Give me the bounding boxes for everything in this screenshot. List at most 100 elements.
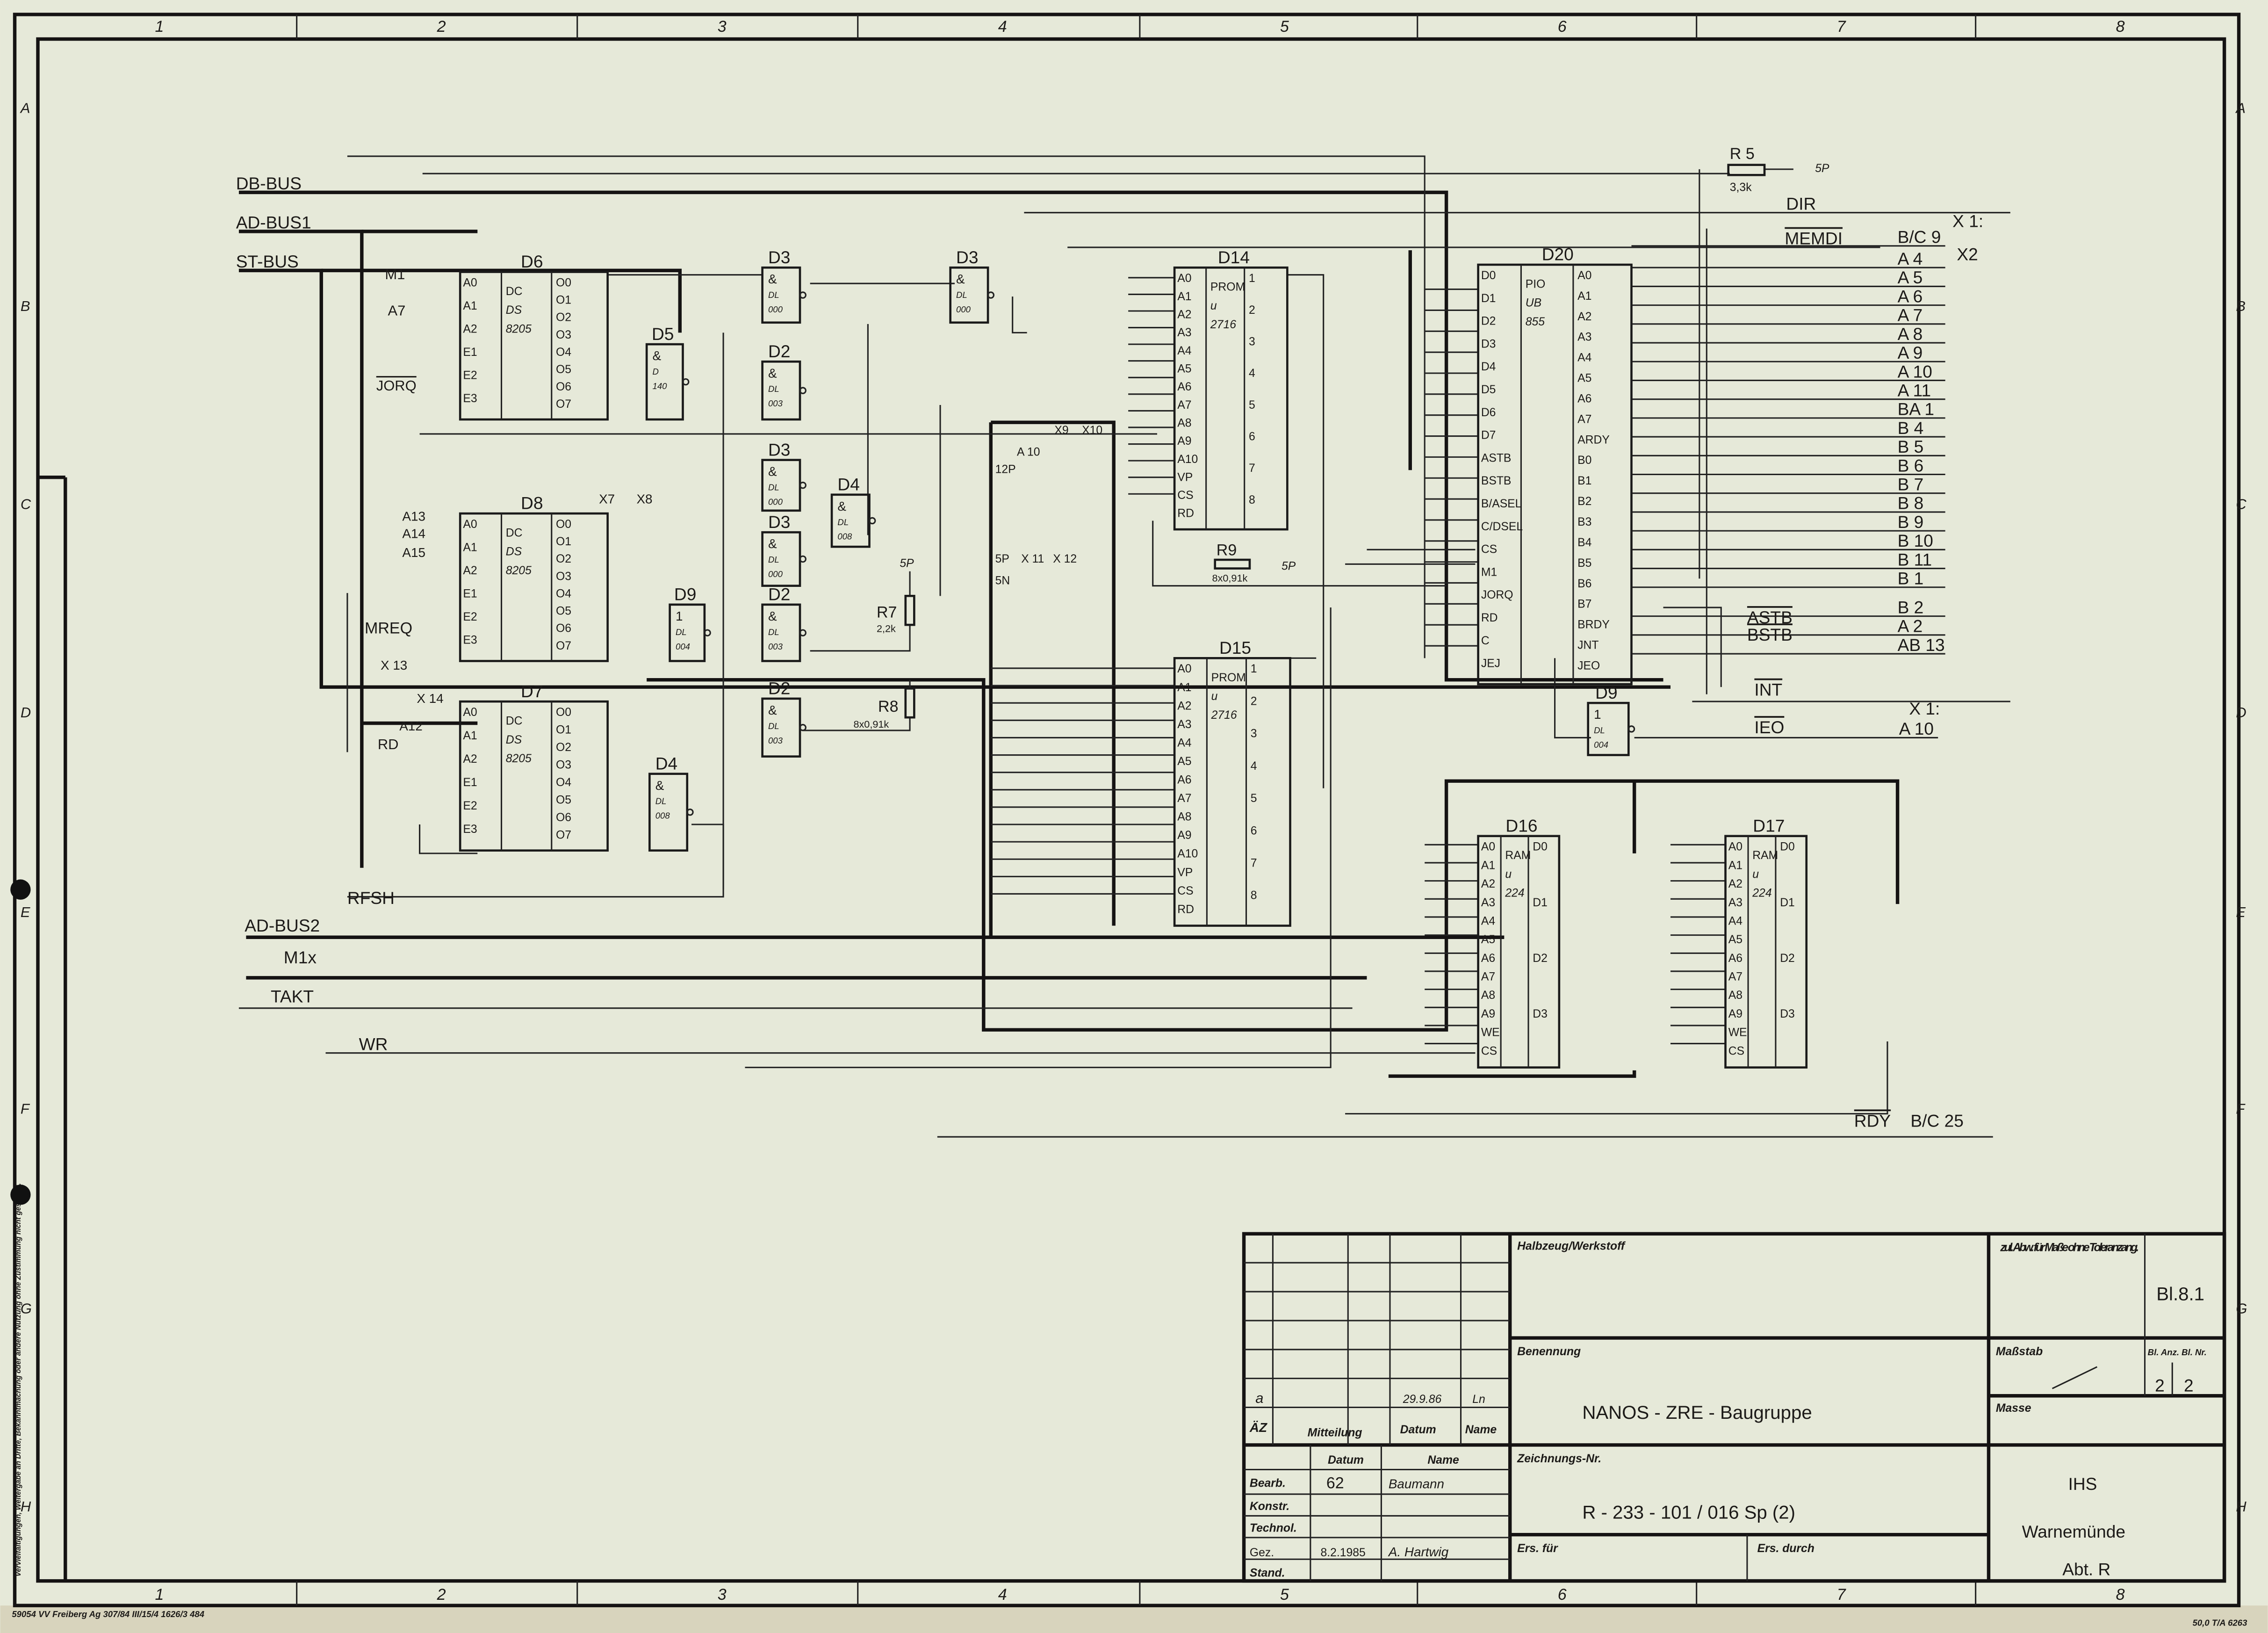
st-bus-label: ST-BUS [236,252,299,271]
ers-durch-label: Ers. durch [1757,1542,1814,1555]
chip-pin-label: A1 [463,730,477,742]
wire [347,332,724,898]
chip-pin-label: O4 [556,776,571,789]
chip-pin-label: O2 [556,741,571,754]
chip-pin-label: 5 [1249,399,1255,412]
connector-pin-label: A 6 [1898,286,1923,306]
chip-pin-label: 2 [1251,695,1257,708]
chip-type: DL [768,483,779,492]
stand-label: Stand. [1250,1567,1285,1579]
chip-pin-label: D7 [1481,429,1496,442]
org-department: Abt. R [2062,1559,2110,1579]
chip-type: DC [506,715,523,728]
chip-pin-label: O3 [556,570,571,583]
technol-label: Technol. [1250,1522,1297,1534]
sheet-ref: Bl.8.1 [2156,1284,2204,1305]
chip-type: & [768,464,777,479]
m1x-label: M1x [284,947,317,967]
chip-pin-label: A7 [1728,971,1742,983]
chip-pin-label: O2 [556,553,571,565]
chip-d16: D16RAMu224A0A1A2A3A4A5A6A7A8A9WECSD0D1D2… [1477,816,1561,1069]
chip-pin-label: E2 [463,611,477,623]
footer-right: 50,0 T/A 6263 [2193,1618,2248,1628]
x14-label: X 14 [417,691,443,706]
chip-pin-label: E3 [463,823,477,836]
chip-pin-label: B/ASEL [1481,498,1522,510]
r5-name: R 5 [1730,145,1755,163]
chip-pin-label: E3 [463,634,477,646]
chip-pin-label: C [1481,635,1490,647]
chip-type: u [1505,868,1512,881]
chip-type: 004 [676,642,690,651]
chip-pin-label: O5 [556,605,571,618]
bearb-date: 62 [1326,1474,1344,1492]
datum-label: Datum [1400,1423,1436,1436]
x8-label: X8 [637,491,653,506]
chip-type: u [1752,868,1759,881]
connector-pin-label: B/C 9 [1898,227,1941,247]
connector-pin-label: A 4 [1898,249,1923,268]
chip-pin-label: A6 [1577,392,1591,405]
chip-pin-label: RD [1481,612,1498,624]
chip-pin-label: B7 [1577,598,1591,611]
chip-pin-label: A7 [1177,399,1191,412]
column-label: 6 [1558,18,1567,36]
chip-pin-label: O1 [556,724,571,737]
org-name: IHS [2068,1474,2097,1494]
chip-pin-label: O7 [556,640,571,652]
chip-type: 1 [1594,707,1601,722]
bearb-signature: Baumann [1389,1477,1444,1491]
chip-pin-label: O0 [556,706,571,719]
chip-type: 000 [956,304,971,314]
chip-pin-label: 4 [1249,367,1255,380]
chip-pin-label: D5 [1481,383,1496,396]
chip-type: DL [676,627,687,637]
takt-label: TAKT [271,986,314,1006]
ers-fuer-label: Ers. für [1517,1542,1558,1555]
chip-designator: D3 [768,440,790,459]
jorq-label: JORQ [376,377,417,394]
row-label: B [2236,298,2246,314]
wire [1345,1041,1888,1115]
chip-body [1724,835,1808,1069]
connector-pin-label: B 6 [1898,455,1924,475]
wire [745,607,1332,1069]
chip-body [1477,835,1561,1069]
gez-date: 8.2.1985 [1320,1546,1365,1559]
chip-pin-label: O7 [556,829,571,842]
row-label: A [20,100,30,116]
dir-label: DIR [1786,194,1816,213]
connector-pin-label: AB 13 [1898,635,1945,655]
chip-pin-label: D1 [1780,896,1795,909]
ieo-label: IEO [1754,717,1784,737]
chip-pin-label: CS [1177,489,1193,502]
chip-type: DS [506,546,522,558]
chip-pin-label: O3 [556,329,571,341]
wire [1012,296,1027,333]
chip-pin-label: RD [1177,507,1194,520]
chip-pin-label: D3 [1481,338,1496,350]
org-city: Warnemünde [2022,1522,2125,1541]
right-signal-labels: DIR MEMDI X 1: X2 B/C 9A 4A 5A 6A 7A 8A … [1747,194,1983,1130]
chip-body [1477,263,1633,686]
chip-pin-label: E1 [463,587,477,600]
chip-type: DC [506,285,523,298]
rfsh-label: RFSH [347,888,395,908]
column-label: 5 [1280,1586,1289,1604]
chip-type: DC [506,527,523,540]
chip-pin-label: A10 [1177,848,1198,860]
chip-body [459,271,609,421]
inverter-bubble [682,378,690,386]
chip-body [1173,657,1291,927]
int-label: INT [1754,680,1782,700]
chip-pin-label: C/DSEL [1481,520,1523,533]
chip-type: DL [768,384,779,394]
chip-type: 8205 [506,752,532,765]
connector-pin-label: A 7 [1898,305,1923,325]
chip-designator: D9 [674,585,696,604]
bus-line [991,420,1116,926]
